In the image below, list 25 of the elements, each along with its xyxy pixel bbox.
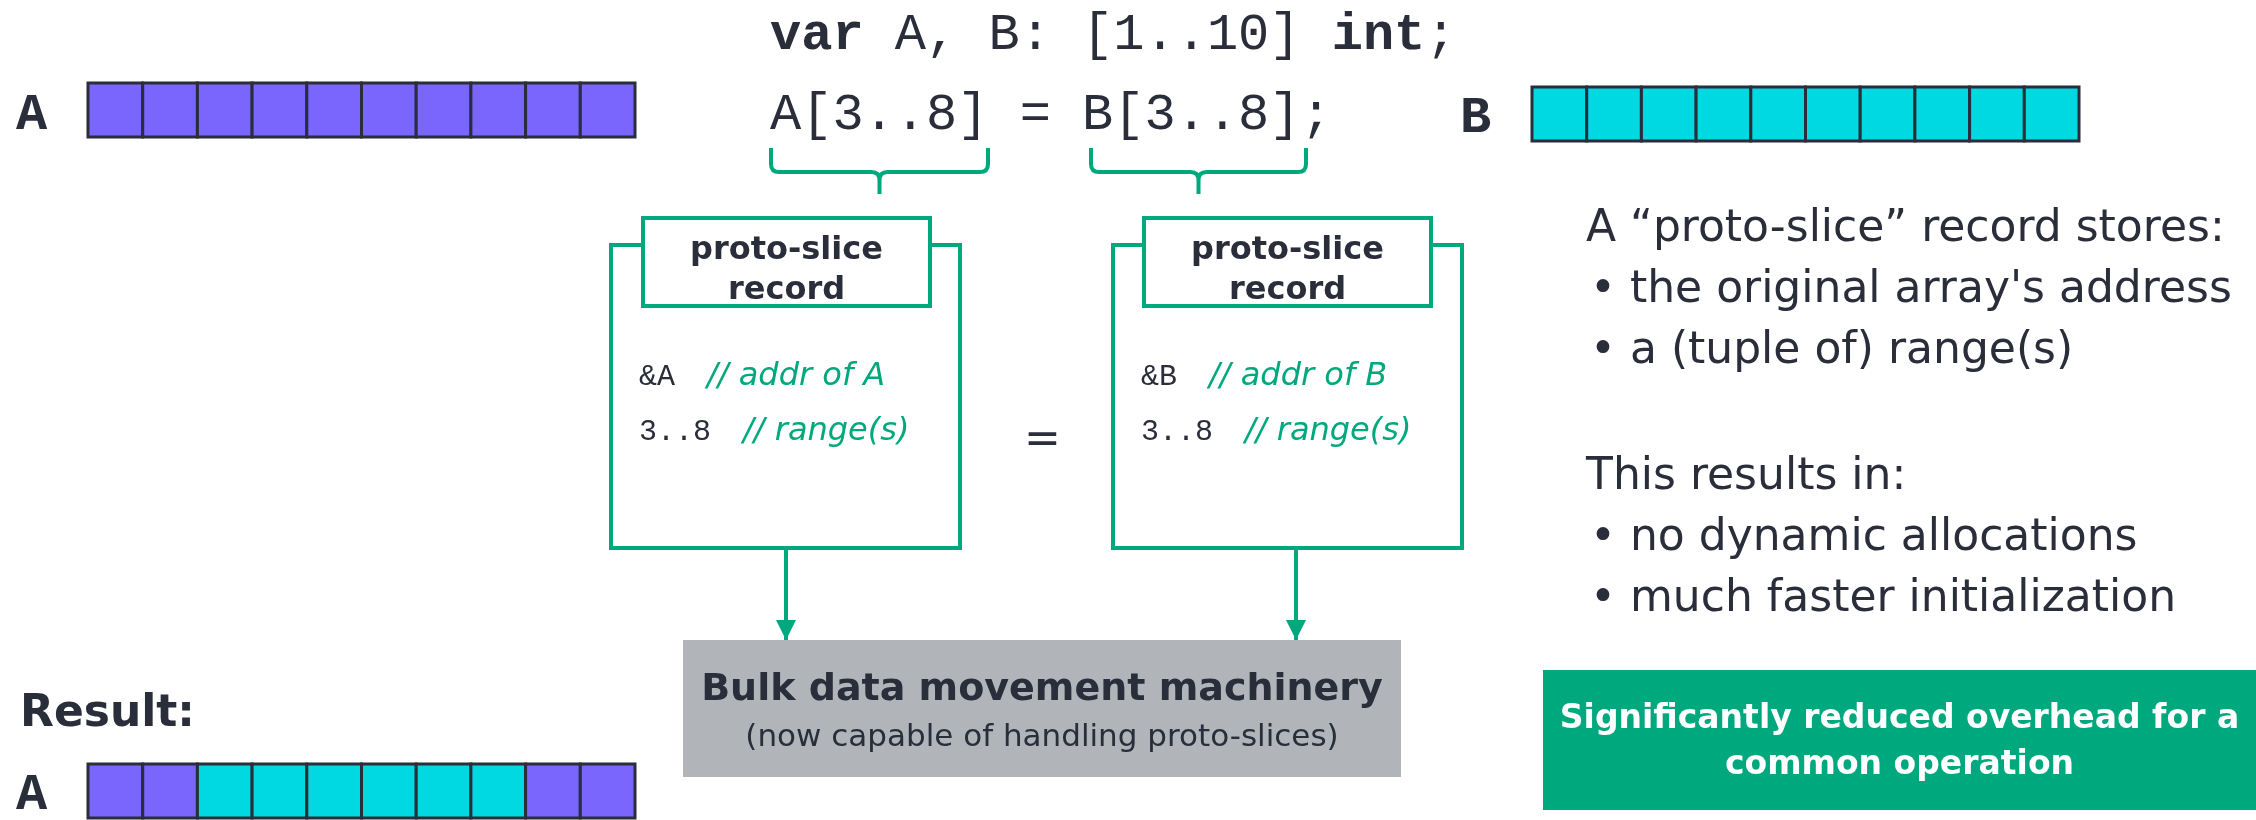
record-heading: proto-slice record: [641, 216, 932, 308]
box-subtitle: (now capable of handling proto-slices): [745, 715, 1339, 755]
result-heading: Result:: [20, 685, 195, 738]
bullet-item: • much faster initialization: [1590, 570, 2177, 623]
code-line: 3..8 // range(s): [1141, 410, 1412, 449]
code-line: &A // addr of A: [639, 355, 886, 394]
code-line: A[3..8] = B[3..8];: [770, 85, 1332, 147]
array-name: A: [16, 765, 48, 820]
array-name: A: [16, 85, 48, 147]
code-line: var A, B: [1..10] int;: [770, 5, 1457, 67]
bullet-item: • a (tuple of) range(s): [1590, 322, 2074, 375]
arrow: [776, 550, 796, 640]
box-title: Bulk data movement machinery: [701, 663, 1383, 711]
record-heading: proto-slice record: [1142, 216, 1433, 308]
note-text: This results in:: [1586, 448, 1907, 501]
code-line: 3..8 // range(s): [639, 410, 910, 449]
process-box: [683, 640, 1401, 777]
note-text: A “proto-slice” record stores:: [1586, 200, 2225, 253]
result-banner: Significantly reduced overhead for a common operation: [1543, 670, 2256, 810]
bullet-item: • no dynamic allocations: [1590, 509, 2138, 562]
bullet-item: • the original array's address: [1590, 261, 2232, 314]
code-line: &B // addr of B: [1141, 355, 1388, 394]
equals-sign: =: [1024, 412, 1061, 465]
array-name: B: [1460, 88, 1492, 150]
arrow: [1286, 550, 1306, 640]
